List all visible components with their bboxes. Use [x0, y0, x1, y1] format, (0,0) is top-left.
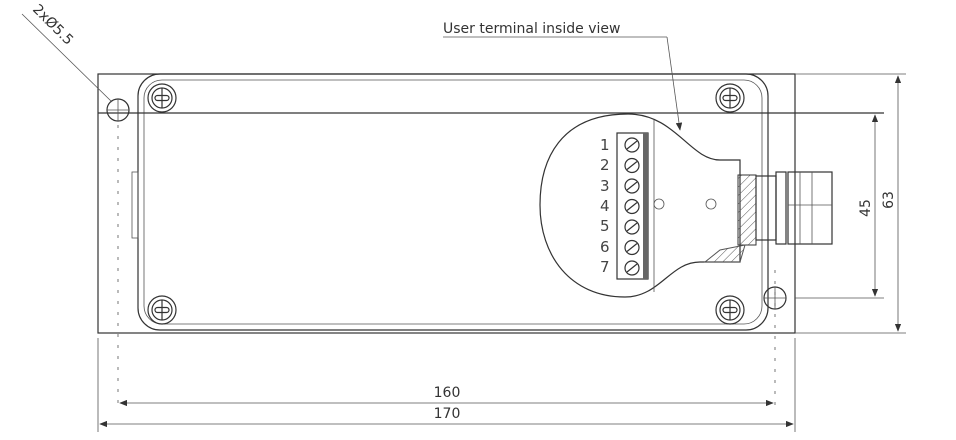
terminal-number: 5	[600, 217, 610, 235]
screw-slot	[626, 181, 638, 191]
screw-slot	[626, 140, 638, 150]
svg-text:170: 170	[434, 406, 461, 422]
screw-slot	[626, 243, 638, 252]
hole-callout: 2xØ5.5	[29, 2, 76, 49]
dimension-inner-height: 45	[795, 114, 884, 299]
screw-slot	[626, 161, 638, 170]
terminal-inside-view	[539, 113, 757, 298]
terminal-number: 7	[600, 258, 610, 276]
mounting-hole-icons	[106, 98, 787, 410]
enclosure-body	[131, 73, 769, 331]
terminal-number: 3	[600, 177, 610, 195]
hole-callout-leader	[21, 13, 113, 103]
terminal-screw-icon	[624, 178, 640, 194]
terminal-screw-icon	[624, 260, 640, 276]
screw-slot	[626, 202, 638, 211]
svg-text:45: 45	[858, 199, 874, 217]
terminal-screw-icon	[624, 239, 640, 256]
screw-slot	[626, 222, 638, 232]
terminal-screw-icon	[624, 157, 640, 174]
dimension-outer-height: 63	[795, 73, 906, 334]
terminal-number: 6	[600, 238, 610, 256]
dimension-overall-length: 170	[97, 338, 796, 432]
terminal-number-labels: 1 2 3 4 5 6 7	[600, 136, 610, 276]
terminal-screw-icon	[624, 198, 640, 215]
svg-text:63: 63	[881, 191, 897, 209]
dimension-hole-spacing: 160	[119, 385, 774, 407]
screw-icons	[147, 83, 745, 325]
terminal-number: 2	[600, 156, 610, 174]
svg-text:160: 160	[434, 385, 461, 401]
cable-gland	[755, 171, 833, 245]
terminal-callout: User terminal inside view	[443, 21, 620, 37]
terminal-screw-icon	[624, 219, 640, 235]
callout-leader	[666, 36, 683, 131]
screw-slot	[626, 263, 638, 273]
terminal-number: 1	[600, 136, 610, 154]
terminal-number: 4	[600, 197, 610, 215]
terminal-screw-icon	[624, 137, 640, 153]
